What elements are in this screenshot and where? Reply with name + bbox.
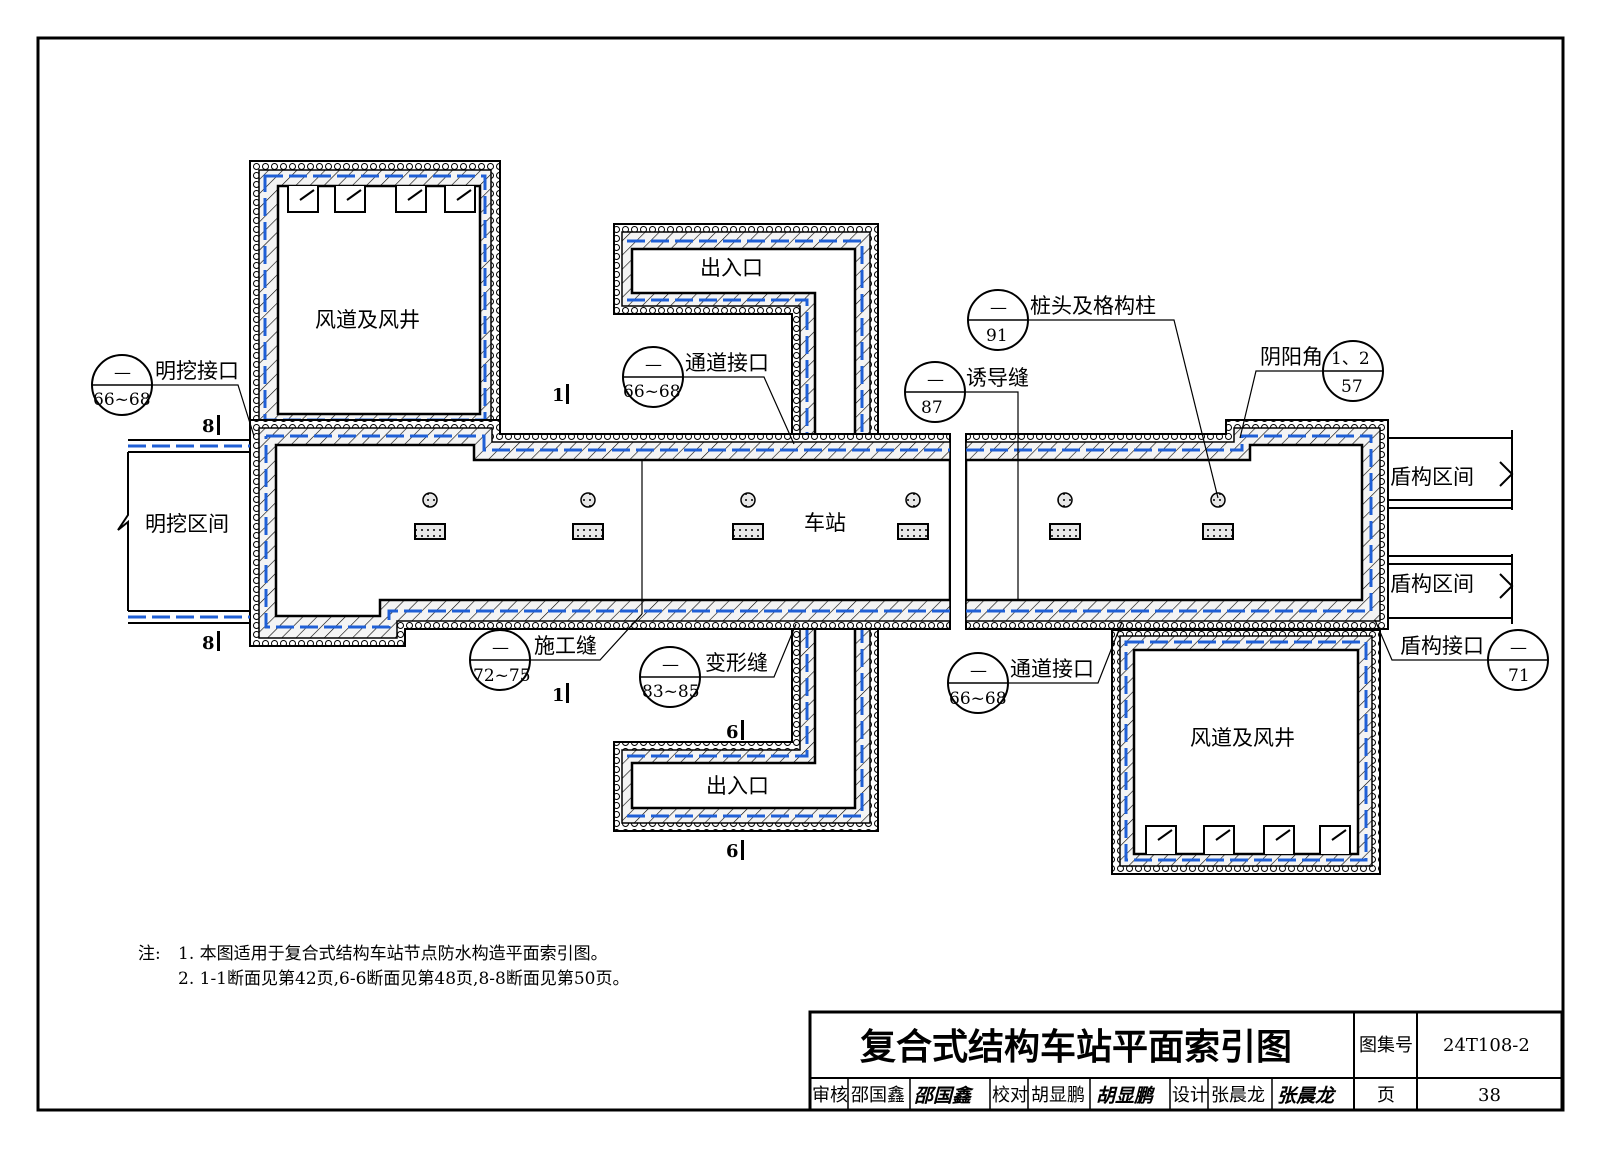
- callout-tongdao-jiekou-1: — 66~68 通道接口: [622, 346, 795, 445]
- vent-shaft-right: [1111, 629, 1381, 875]
- review-name: 邵国鑫: [851, 1085, 905, 1106]
- column-4: [897, 492, 929, 540]
- svg-text:66~68: 66~68: [93, 390, 151, 410]
- drawing-frame: [36, 36, 1565, 1112]
- svg-text:—: —: [492, 638, 509, 658]
- vent-shaft-left: [249, 160, 501, 430]
- station-box-left: [249, 419, 952, 647]
- svg-text:8: 8: [202, 633, 215, 654]
- check-signature: 胡显鹏: [1096, 1085, 1156, 1107]
- svg-text:8: 8: [202, 416, 215, 437]
- svg-text:桩头及格构柱: 桩头及格构柱: [1030, 294, 1156, 318]
- title-block: [808, 1010, 1564, 1112]
- callout-mingwa-jiekou: — 66~68 明挖接口: [91, 354, 255, 437]
- svg-text:57: 57: [1341, 377, 1363, 397]
- svg-text:—: —: [927, 370, 944, 390]
- column-2: [572, 492, 604, 540]
- columns: [414, 492, 1234, 540]
- notes-line-2: 2. 1-1断面见第42页,6-6断面见第48页,8-8断面见第50页。: [178, 969, 629, 989]
- check-label: 校对: [992, 1085, 1028, 1106]
- label-shield-interval-1: 盾构区间: [1390, 465, 1474, 489]
- check-name: 胡显鹏: [1031, 1085, 1085, 1106]
- page-label: 页: [1377, 1085, 1395, 1106]
- svg-text:91: 91: [986, 326, 1008, 346]
- callout-shigongfeng: — 72~75 施工缝: [469, 460, 643, 691]
- svg-text:1: 1: [552, 385, 565, 406]
- svg-text:83~85: 83~85: [642, 682, 700, 702]
- svg-text:—: —: [1510, 638, 1527, 658]
- station-box-right: [964, 419, 1389, 630]
- notes-prefix: 注:: [138, 944, 161, 964]
- design-signature: 张晨龙: [1277, 1085, 1337, 1107]
- callout-dungou-jiekou: — 71 盾构接口: [1374, 619, 1549, 691]
- svg-text:—: —: [645, 355, 662, 375]
- design-name: 张晨龙: [1211, 1085, 1265, 1106]
- review-label: 审核: [812, 1085, 848, 1106]
- open-cut-tunnel: [117, 439, 250, 624]
- column-1: [414, 492, 446, 540]
- svg-text:—: —: [114, 363, 131, 383]
- notes-line-1: 1. 本图适用于复合式结构车站节点防水构造平面索引图。: [178, 944, 608, 964]
- callout-yinyangjiao: 1、2 57 阴阳角: [1239, 340, 1384, 439]
- svg-text:6: 6: [726, 722, 739, 743]
- callout-tongdao-jiekou-2: — 66~68 通道接口: [947, 621, 1123, 714]
- callout-youdaofeng: — 87 诱导缝: [904, 361, 1029, 600]
- svg-text:87: 87: [921, 398, 943, 418]
- column-5: [1049, 492, 1081, 540]
- atlas-number: 24T108-2: [1443, 1035, 1530, 1056]
- review-signature: 邵国鑫: [914, 1085, 974, 1107]
- label-station: 车站: [804, 511, 846, 535]
- shield-tunnels: [1388, 430, 1514, 624]
- svg-text:变形缝: 变形缝: [705, 651, 768, 675]
- column-6: [1202, 492, 1234, 540]
- atlas-label: 图集号: [1359, 1035, 1413, 1056]
- design-label: 设计: [1172, 1085, 1208, 1106]
- label-shield-interval-2: 盾构区间: [1390, 572, 1474, 596]
- callout-zhuangtou: — 91 桩头及格构柱: [967, 289, 1219, 499]
- svg-text:—: —: [970, 661, 987, 681]
- svg-text:—: —: [990, 298, 1007, 318]
- svg-text:诱导缝: 诱导缝: [966, 366, 1029, 390]
- column-3: [732, 492, 764, 540]
- svg-text:通道接口: 通道接口: [1010, 657, 1094, 681]
- label-vent-shaft-left: 风道及风井: [315, 308, 420, 332]
- svg-text:—: —: [662, 655, 679, 675]
- svg-text:盾构接口: 盾构接口: [1400, 634, 1484, 658]
- callout-bianxingfeng: — 83~85 变形缝: [639, 623, 797, 708]
- svg-text:1、2: 1、2: [1331, 349, 1370, 369]
- svg-text:6: 6: [726, 841, 739, 862]
- svg-text:66~68: 66~68: [623, 382, 681, 402]
- svg-text:71: 71: [1508, 666, 1530, 686]
- notes: 注: 1. 本图适用于复合式结构车站节点防水构造平面索引图。 2. 1-1断面见…: [138, 944, 629, 989]
- label-entrance-top: 出入口: [700, 256, 763, 280]
- page-number: 38: [1478, 1085, 1501, 1106]
- svg-text:66~68: 66~68: [949, 689, 1007, 709]
- svg-text:通道接口: 通道接口: [685, 351, 769, 375]
- entrance-bottom: [613, 613, 879, 832]
- svg-text:施工缝: 施工缝: [534, 634, 597, 658]
- svg-text:1: 1: [552, 685, 565, 706]
- svg-text:72~75: 72~75: [473, 666, 531, 686]
- label-open-cut-interval: 明挖区间: [145, 512, 229, 536]
- label-vent-shaft-right: 风道及风井: [1190, 726, 1295, 750]
- svg-text:明挖接口: 明挖接口: [155, 359, 239, 383]
- section-marks: 1 1 8 8 6 6: [202, 384, 744, 862]
- label-entrance-bottom: 出入口: [706, 774, 769, 798]
- svg-text:阴阳角: 阴阳角: [1260, 345, 1323, 369]
- drawing-title: 复合式结构车站平面索引图: [860, 1026, 1292, 1068]
